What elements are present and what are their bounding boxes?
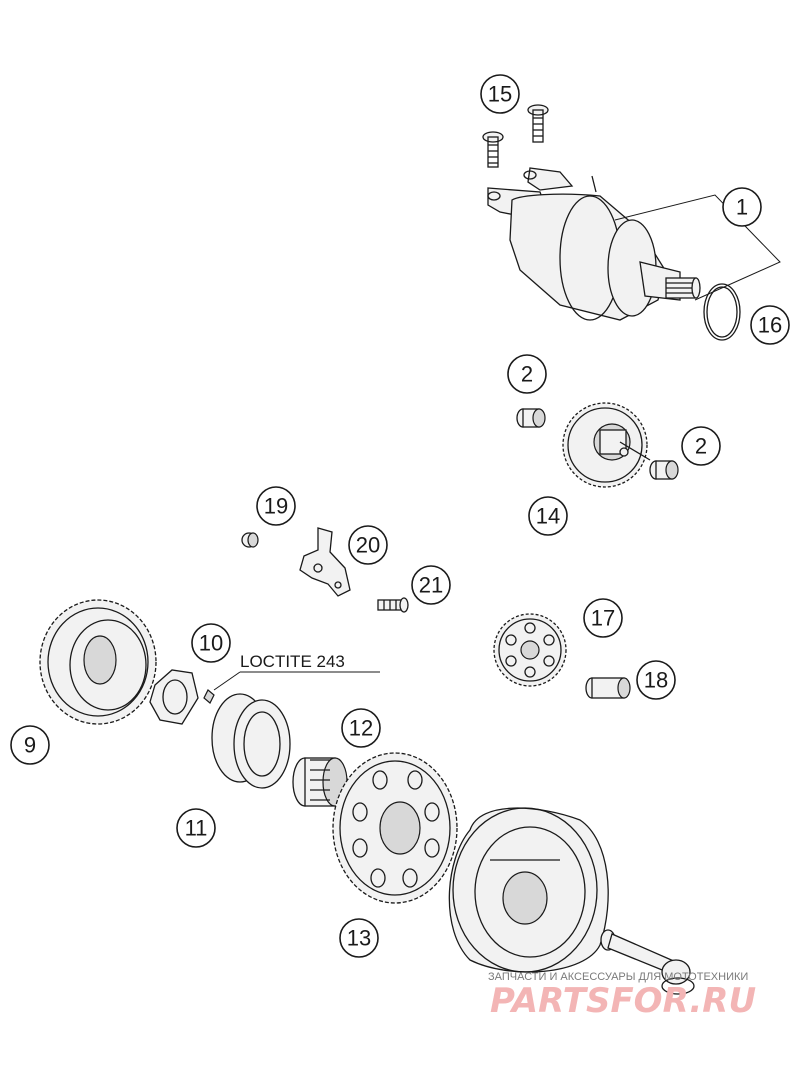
rotor-housing [448, 807, 609, 973]
part-1-starter-motor [487, 167, 781, 321]
callout-13: 13 [339, 918, 379, 958]
callout-11-label: 11 [185, 816, 208, 841]
callout-12: 12 [341, 708, 381, 748]
part-10-nut [149, 669, 215, 725]
callout-11: 11 [176, 808, 216, 848]
callout-10: 10 [191, 623, 231, 663]
callout-16: 16 [750, 305, 790, 345]
callout-15: 15 [480, 74, 520, 114]
callout-18-label: 18 [644, 668, 668, 693]
part-21-screw [377, 597, 409, 613]
rotor-bolt [600, 929, 695, 995]
callout-15-label: 15 [488, 82, 512, 107]
callout-13-label: 13 [347, 926, 371, 951]
callout-17: 17 [583, 598, 623, 638]
part-11-bearing-ring [211, 693, 291, 789]
callout-19: 19 [256, 486, 296, 526]
watermark-brand: PARTSFOR.RU [490, 981, 756, 1021]
part-2-needle-bearing-left [516, 408, 546, 428]
callout-14-label: 14 [536, 504, 560, 529]
callout-17-label: 17 [591, 606, 615, 631]
part-14-intermediate-gear [562, 402, 651, 488]
callout-18: 18 [636, 660, 676, 700]
part-17-gear [493, 613, 567, 687]
part-13-large-gear [332, 752, 458, 904]
callout-21: 21 [411, 565, 451, 605]
part-20-lever [299, 527, 351, 597]
callout-21-label: 21 [419, 573, 443, 598]
callout-1: 1 [722, 187, 762, 227]
part-16-o-ring [703, 283, 741, 341]
part-2-needle-bearing-right [649, 460, 679, 480]
callout-20: 20 [348, 525, 388, 565]
part-12-needle-cage [292, 757, 348, 807]
callout-2-lower-label: 2 [695, 434, 707, 459]
callout-10-label: 10 [199, 631, 223, 656]
callout-2-upper: 2 [507, 354, 547, 394]
callout-12-label: 12 [349, 716, 373, 741]
watermark-tagline: ЗАПЧАСТИ И АКСЕССУАРЫ ДЛЯ МОТОТЕХНИКИ [488, 971, 748, 983]
callout-9-label: 9 [24, 733, 36, 758]
part-18-shaft [585, 677, 631, 699]
part-9-freewheel-gear [39, 599, 157, 725]
callout-1-label: 1 [736, 195, 748, 220]
part-15-bolts [482, 104, 549, 168]
callout-19-label: 19 [264, 494, 288, 519]
part-19-bushing [241, 532, 259, 548]
callout-9: 9 [10, 725, 50, 765]
loctite-note: LOCTITE 243 [240, 652, 345, 671]
callout-2-upper-label: 2 [521, 362, 533, 387]
callout-16-label: 16 [758, 313, 782, 338]
callout-14: 14 [528, 496, 568, 536]
callout-20-label: 20 [356, 533, 380, 558]
callout-2-lower: 2 [681, 426, 721, 466]
